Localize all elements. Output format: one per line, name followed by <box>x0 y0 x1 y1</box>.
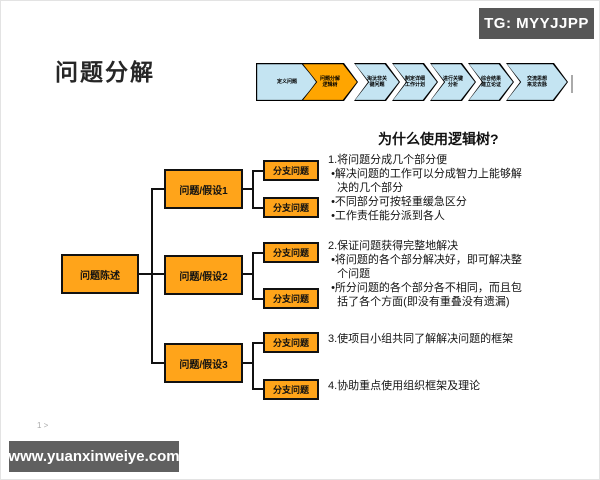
connector-g1-v <box>252 170 254 209</box>
tree-root-box: 问题陈述 <box>61 254 139 294</box>
tree-branch-box: 分支问题 <box>263 197 319 218</box>
connector-trunk <box>151 188 153 364</box>
step-label: 定义问题 <box>276 79 297 85</box>
connector-g2-stub <box>243 273 253 275</box>
connector-g3-stub <box>243 362 253 364</box>
connector-hyp2 <box>151 273 164 275</box>
process-strip: 定义问题 问题分解 逻辑树 淘汰非关 键问题 制定详细 工作计划 进行关键 分析… <box>256 63 591 101</box>
tree-branch-box: 分支问题 <box>263 288 319 309</box>
connector-g2-v <box>252 252 254 300</box>
tg-badge: TG: MYYJJPP <box>479 8 594 39</box>
connector-g1-b2 <box>252 207 263 209</box>
why-item-1: 1.将问题分成几个部分便 •解决问题的工作可以分成智力上能够解 决的几个部分 •… <box>328 154 522 222</box>
page-title: 问题分解 <box>55 59 155 85</box>
process-step-7: 交流思想 来龙去脉 <box>506 63 568 101</box>
connector-g3-b2 <box>252 388 263 390</box>
why-item-3: 3.使项目小组共同了解解决问题的框架 <box>328 333 514 345</box>
connector-g1-stub <box>243 188 253 190</box>
process-step-6: 综合结果 建立论证 <box>468 63 514 101</box>
tree-branch-box: 分支问题 <box>263 160 319 181</box>
step-label: 制定详细 工作计划 <box>404 76 425 88</box>
tree-hypothesis-1-box: 问题/假设1 <box>164 169 243 209</box>
tree-hypothesis-2-box: 问题/假设2 <box>164 255 243 295</box>
connector-hyp3 <box>151 362 164 364</box>
step-label: 交流思想 来龙去脉 <box>526 76 547 88</box>
tree-branch-box: 分支问题 <box>263 332 319 353</box>
watermark-banner: www.yuanxinweiye.com <box>8 441 180 472</box>
strip-end-tick <box>571 75 573 93</box>
process-step-2-highlighted: 问题分解 逻辑树 <box>302 63 358 101</box>
connector-g2-b2 <box>252 298 263 300</box>
process-step-5: 进行关键 分析 <box>430 63 476 101</box>
step-label: 进行关键 分析 <box>442 76 463 88</box>
step-label: 综合结果 建立论证 <box>480 76 501 88</box>
connector-g3-b1 <box>252 342 263 344</box>
process-step-3: 淘汰非关 键问题 <box>354 63 400 101</box>
connector-root <box>139 273 152 275</box>
page-indicator: 1 > <box>37 421 49 430</box>
process-step-4: 制定详细 工作计划 <box>392 63 438 101</box>
why-heading: 为什么使用逻辑树? <box>378 131 499 147</box>
connector-g1-b1 <box>252 170 263 172</box>
tg-badge-label: TG: MYYJJPP <box>484 15 589 32</box>
connector-hyp1 <box>151 188 164 190</box>
step-label: 问题分解 逻辑树 <box>319 76 340 88</box>
why-item-2: 2.保证问题获得完整地解决 •将问题的各个部分解决好，即可解决整 个问题 •所分… <box>328 240 522 308</box>
tree-branch-box: 分支问题 <box>263 379 319 400</box>
watermark-url: www.yuanxinweiye.com <box>8 448 180 465</box>
step-label: 淘汰非关 键问题 <box>366 76 387 88</box>
tree-branch-box: 分支问题 <box>263 242 319 263</box>
connector-g2-b1 <box>252 252 263 254</box>
why-item-4: 4.协助重点使用组织框架及理论 <box>328 380 481 392</box>
connector-g3-v <box>252 342 254 390</box>
tree-hypothesis-3-box: 问题/假设3 <box>164 343 243 383</box>
